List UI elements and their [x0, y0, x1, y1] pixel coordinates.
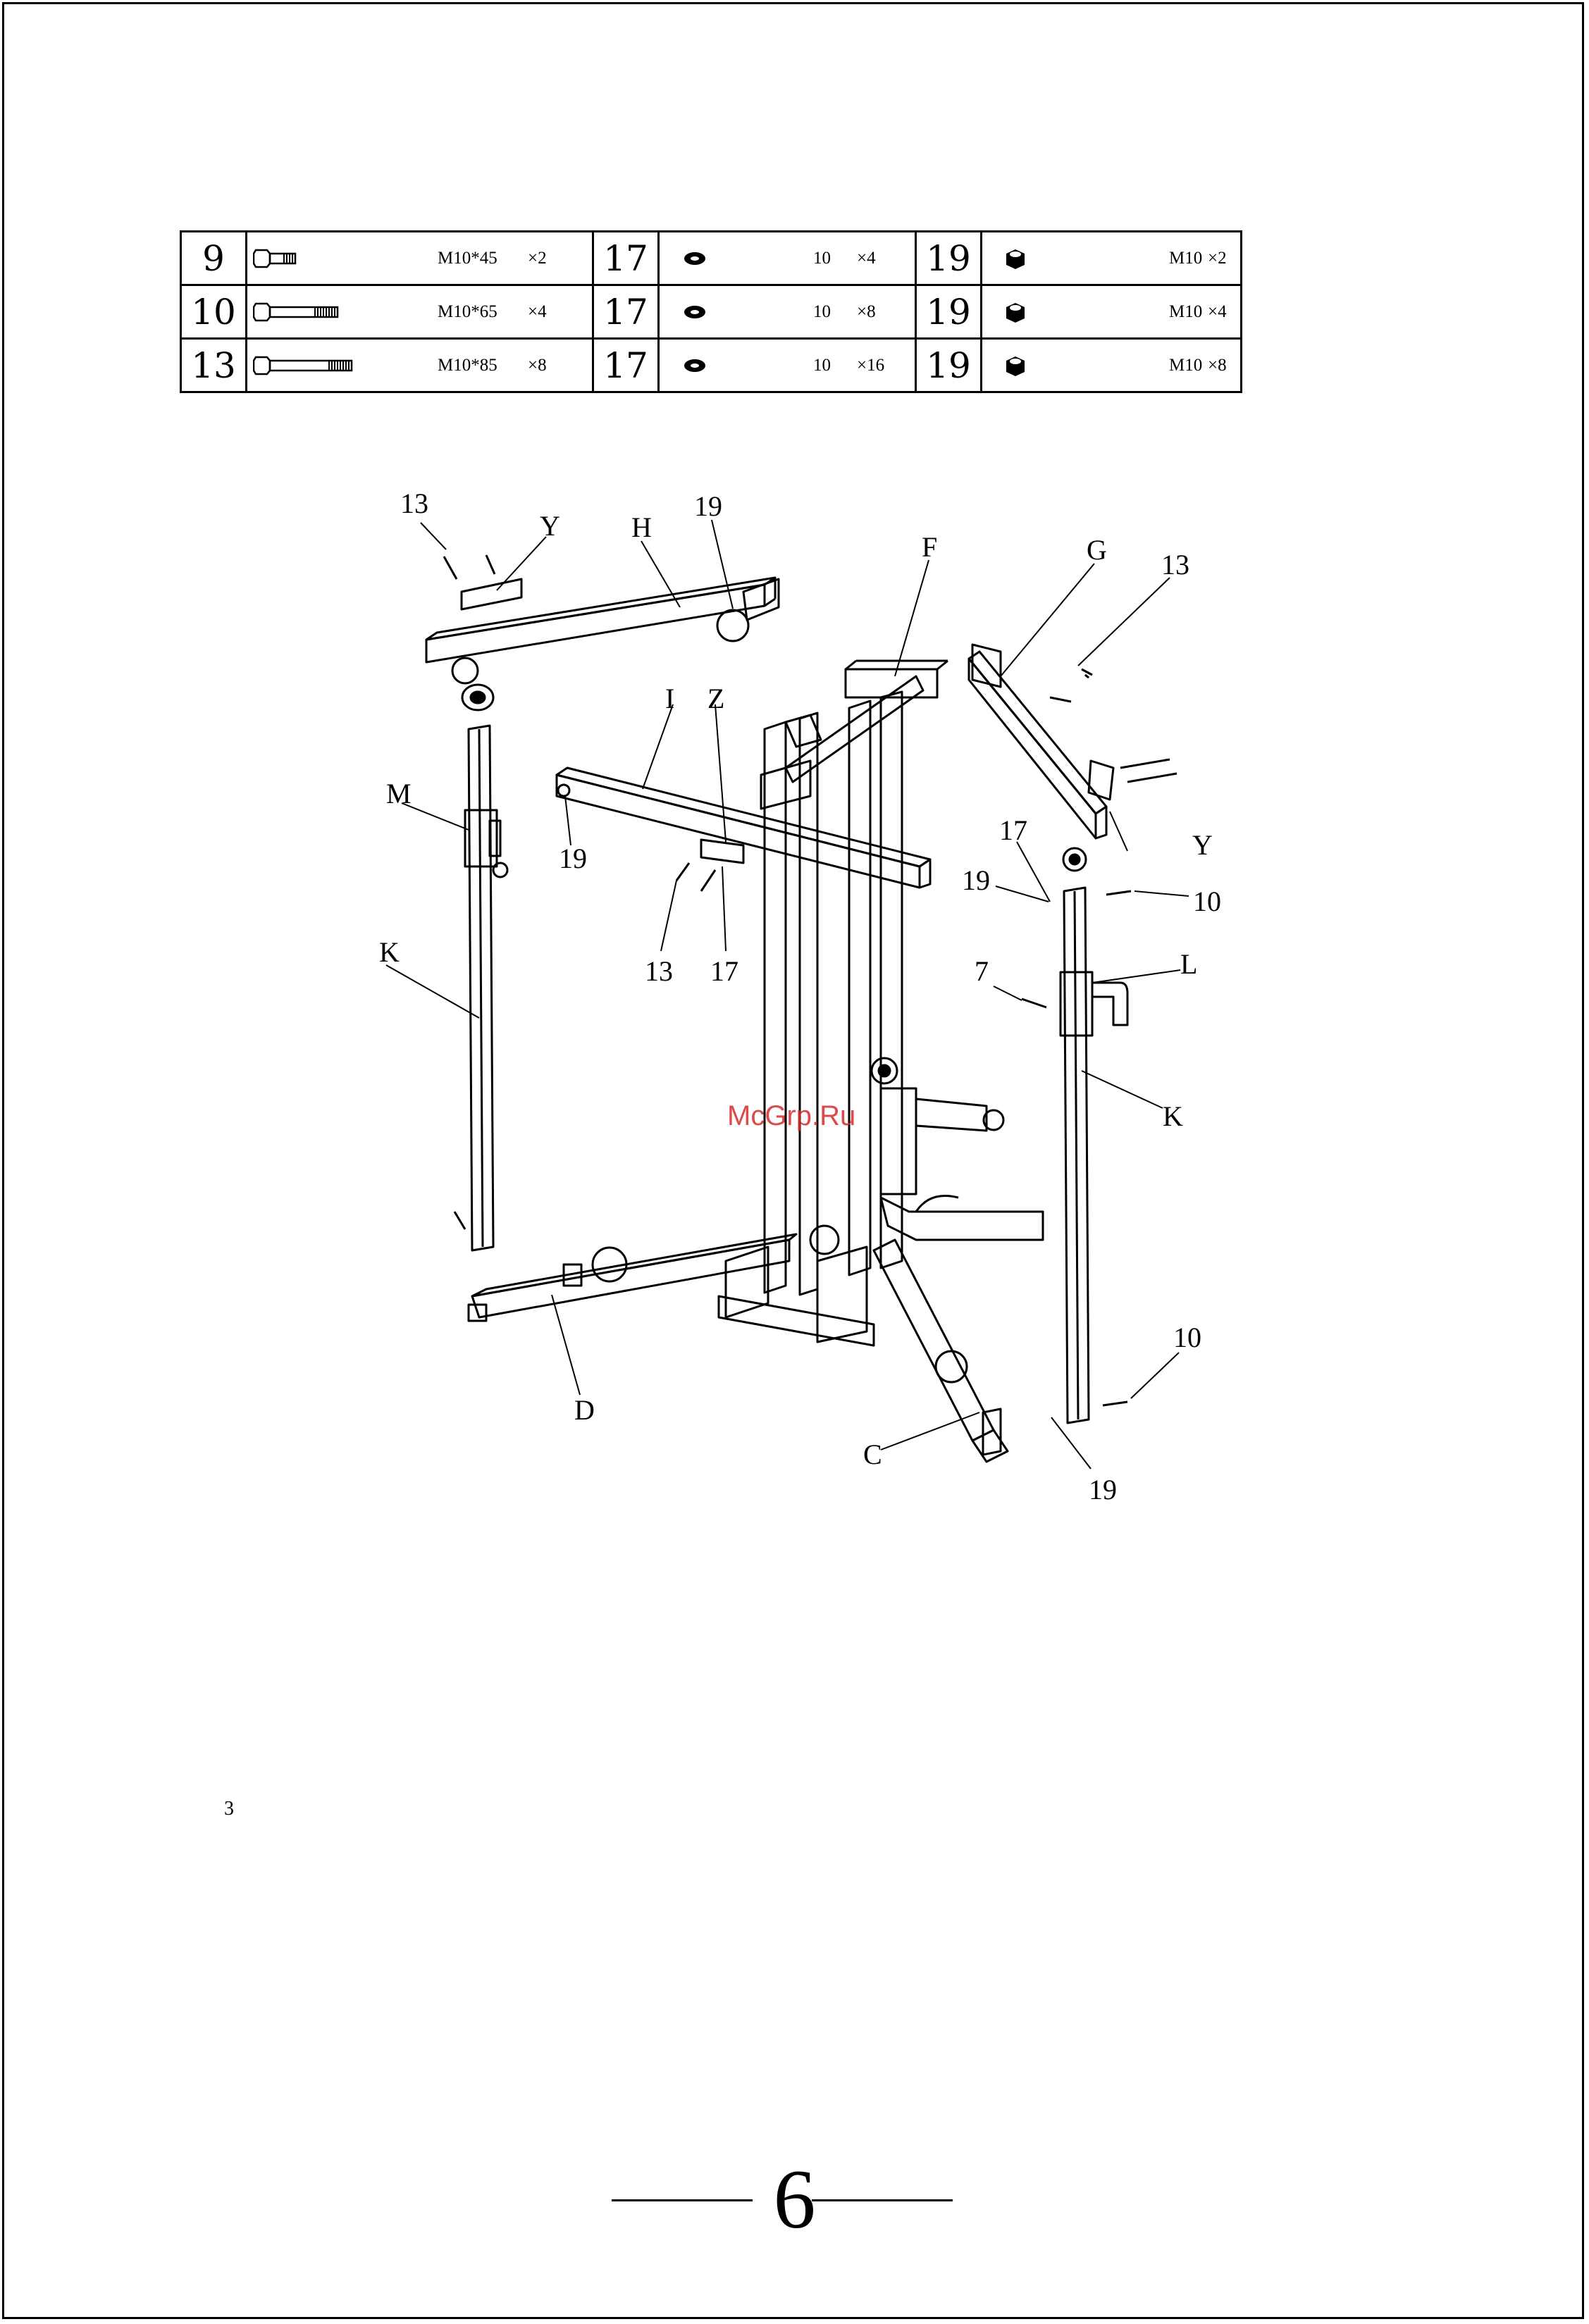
- page-number-rule-right: [812, 2199, 953, 2201]
- callout-7: 7: [975, 955, 989, 987]
- part-g-beam: [969, 645, 1106, 871]
- part-i-beam: [557, 768, 930, 888]
- callout-y: Y: [1192, 829, 1213, 861]
- callout-19: 19: [1089, 1474, 1117, 1505]
- callout-19: 19: [559, 843, 587, 874]
- page-number: 6: [0, 2157, 1589, 2242]
- callout-10: 10: [1173, 1322, 1201, 1353]
- callout-13: 13: [1161, 549, 1189, 580]
- callout-k: K: [1163, 1100, 1183, 1132]
- callout-m: M: [386, 778, 412, 809]
- watermark: McGrp.Ru: [727, 1100, 855, 1132]
- callout-19: 19: [962, 864, 990, 896]
- callout-17: 17: [710, 955, 738, 987]
- callout-k: K: [379, 936, 400, 968]
- leader-lines: [386, 520, 1189, 1469]
- bolts-mid: [676, 863, 715, 891]
- callout-d: D: [574, 1394, 595, 1426]
- part-c-base: [874, 1240, 1008, 1462]
- bolt-10-bottom: [1103, 1402, 1127, 1405]
- part-d-base: [469, 1234, 796, 1321]
- callout-i: I: [665, 683, 674, 714]
- callout-h: H: [631, 511, 652, 543]
- callout-13: 13: [400, 487, 428, 519]
- part-y-plate-right: [1089, 761, 1113, 800]
- bolt-left-bottom: [455, 1212, 465, 1229]
- part-y-plate-top: [462, 579, 521, 609]
- stray-mark: 3: [224, 1798, 234, 1820]
- bolts-right: [1050, 669, 1177, 782]
- part-k-right-upright: [1061, 888, 1127, 1423]
- pulley-left: [462, 685, 493, 710]
- callout-y: Y: [540, 510, 560, 542]
- callout-f: F: [922, 531, 937, 563]
- part-h-beam: [426, 578, 779, 683]
- bolts-top: [444, 555, 495, 579]
- callout-17: 17: [999, 814, 1027, 846]
- callout-19: 19: [694, 490, 722, 522]
- part-z-plate: [701, 840, 743, 863]
- part-k-left-upright: [465, 726, 507, 1250]
- callout-l: L: [1180, 948, 1197, 980]
- callout-10: 10: [1193, 886, 1221, 917]
- part-7-knob: [1022, 999, 1046, 1007]
- callout-z: Z: [707, 683, 724, 714]
- frame-drawing: [426, 555, 1177, 1462]
- callout-g: G: [1087, 534, 1107, 566]
- callout-13: 13: [645, 955, 673, 987]
- callout-c: C: [863, 1438, 882, 1470]
- bolt-10-top: [1106, 891, 1131, 895]
